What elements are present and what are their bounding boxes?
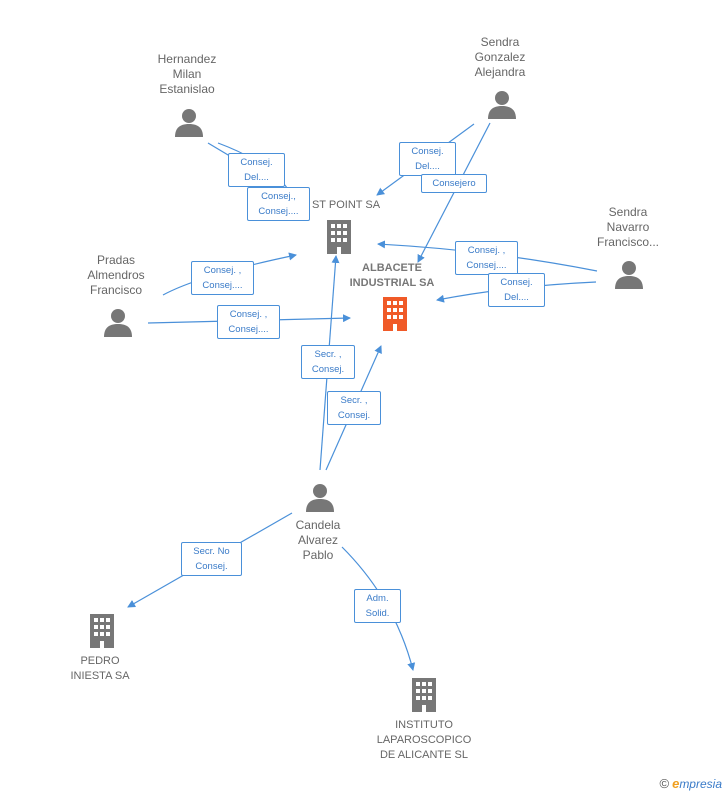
- edge-label[interactable]: Consejero: [421, 174, 487, 193]
- person-icon[interactable]: [175, 109, 203, 137]
- edge-label[interactable]: Adm. Solid.: [354, 589, 401, 623]
- edge-label[interactable]: Consej. , Consej....: [455, 241, 518, 275]
- brand-logo[interactable]: ©empresia: [659, 776, 722, 791]
- node-label-pradas[interactable]: Pradas Almendros Francisco: [87, 253, 145, 297]
- person-icon[interactable]: [306, 484, 334, 512]
- edge-label[interactable]: Secr. No Consej.: [181, 542, 242, 576]
- node-label-hernandez[interactable]: Hernandez Milan Estanislao: [157, 52, 217, 96]
- person-icon[interactable]: [104, 309, 132, 337]
- copyright-icon: ©: [659, 776, 670, 791]
- node-label-candela[interactable]: Candela Alvarez Pablo: [295, 518, 341, 562]
- edge-label[interactable]: Consej. , Consej....: [217, 305, 280, 339]
- edge-label[interactable]: Consej. , Consej....: [191, 261, 254, 295]
- edge-label[interactable]: Secr. , Consej.: [327, 391, 381, 425]
- brand-initial: e: [672, 776, 680, 791]
- person-icon[interactable]: [488, 91, 516, 119]
- node-label-albacete[interactable]: ALBACETE INDUSTRIAL SA: [349, 262, 435, 289]
- edge-label[interactable]: Consej. Del....: [488, 273, 545, 307]
- building-icon[interactable]: [327, 220, 351, 254]
- edge-label[interactable]: Consej., Consej....: [247, 187, 310, 221]
- node-label-sendra-gonzalez[interactable]: Sendra Gonzalez Alejandra: [474, 35, 526, 79]
- edge-label[interactable]: Consej. Del....: [228, 153, 285, 187]
- building-icon[interactable]: [90, 614, 114, 648]
- node-label-pedro[interactable]: PEDRO INIESTA SA: [70, 655, 130, 682]
- node-label-stpoint[interactable]: ST POINT SA: [311, 199, 381, 211]
- edge-label[interactable]: Consej. Del....: [399, 142, 456, 176]
- building-icon[interactable]: [383, 297, 407, 331]
- brand-name: mpresia: [679, 777, 722, 791]
- person-icon[interactable]: [615, 261, 643, 289]
- node-label-sendra-navarro[interactable]: Sendra Navarro Francisco...: [596, 205, 659, 249]
- building-icon[interactable]: [412, 678, 436, 712]
- edge-label[interactable]: Secr. , Consej.: [301, 345, 355, 379]
- node-label-instituto[interactable]: INSTITUTO LAPAROSCOPICO DE ALICANTE SL: [376, 719, 472, 761]
